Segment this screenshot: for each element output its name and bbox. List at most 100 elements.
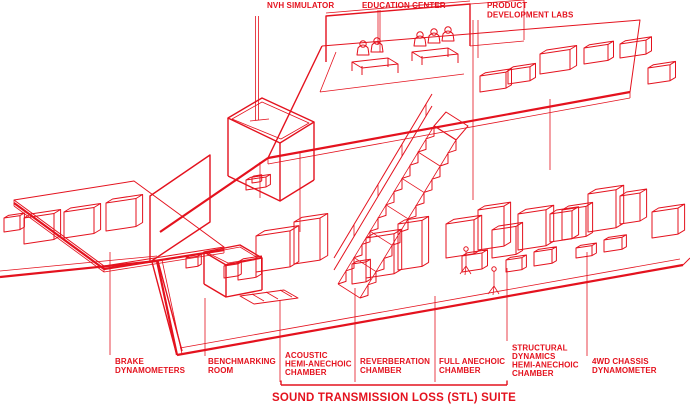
- stair-treads: [337, 125, 457, 299]
- leader-product-development-labs: [472, 20, 479, 200]
- floor-apron-inner-edge: [0, 255, 158, 272]
- mezzanine: [267, 19, 641, 232]
- mezzanine-left-edge: [267, 45, 323, 159]
- classroom-table-2: [411, 47, 459, 65]
- platform-slab: [13, 200, 225, 273]
- mezzanine-front-edge: [267, 90, 631, 160]
- room-rim-inner: [231, 101, 310, 140]
- mezzanine-columns: [299, 99, 551, 232]
- corridor-wall-edge: [151, 260, 183, 353]
- classroom-table-1: [351, 57, 399, 75]
- leader-lines: [109, 10, 588, 382]
- label-nvh-simulator: NVH SIMULATOR: [267, 1, 334, 10]
- person-body: [370, 41, 384, 53]
- floor-back-edge: [159, 157, 269, 233]
- education-center: [319, 0, 525, 93]
- label-stl-suite-title: SOUND TRANSMISSION LOSS (STL) SUITE: [272, 392, 516, 404]
- label-full-anechoic-chamber: CHAMBER: [439, 366, 481, 375]
- label-structural-dynamics: CHAMBER: [512, 369, 554, 378]
- dyno-box-1: [561, 201, 594, 241]
- mezzanine-slab: [267, 92, 631, 165]
- chamber-box-2: [397, 215, 430, 271]
- person-head: [444, 26, 452, 34]
- staircase: [333, 93, 469, 299]
- microphone-stand: [487, 266, 500, 296]
- platform-front-edges: [13, 202, 225, 271]
- classroom-dais-edge: [319, 51, 465, 93]
- person-body: [356, 44, 370, 56]
- person-head: [430, 28, 438, 36]
- product-development-labs: [479, 36, 676, 93]
- person-body: [441, 30, 455, 42]
- room-rim-outer: [227, 97, 315, 144]
- lab-desk-1: [479, 68, 512, 93]
- structural-dynamics-hemi-anechoic-chamber: [491, 204, 580, 273]
- stair-balusters: [353, 104, 427, 237]
- acoustic-hemi-anechoic-chamber: [237, 213, 329, 305]
- floor-left-edge: [155, 260, 179, 356]
- simulator-seat: [251, 174, 263, 184]
- dyno-box-6: [651, 203, 686, 239]
- label-structural-dynamics: DYNAMICS: [512, 352, 556, 361]
- chamber-box-3: [549, 206, 580, 243]
- person-body: [427, 32, 441, 44]
- reverberation-chamber: [351, 215, 430, 285]
- label-acoustic-chamber: ACOUSTIC: [285, 351, 328, 360]
- corridor-walls: [149, 154, 211, 353]
- nvh-simulator-room: [227, 97, 315, 202]
- label-acoustic-chamber: HEMI-ANECHOIC: [285, 360, 352, 369]
- label-product-development-labs: DEVELOPMENT LABS: [487, 11, 574, 20]
- stair-landing: [433, 111, 469, 141]
- simulator-buck: [245, 173, 271, 191]
- full-anechoic-chamber: [445, 201, 512, 296]
- person-head: [416, 31, 424, 39]
- chamber-box-3: [351, 258, 371, 285]
- lab-desk-5: [619, 36, 652, 59]
- stl-suite-bracket: SOUND TRANSMISSION LOSS (STL) SUITE: [272, 380, 516, 404]
- person-head: [373, 37, 381, 45]
- dyno-box-4: [575, 242, 597, 259]
- floor-right-tip: [682, 257, 690, 266]
- chamber-box-1: [491, 221, 524, 259]
- dyno-box-2: [587, 184, 625, 233]
- label-full-anechoic-chamber: FULL ANECHOIC: [439, 357, 505, 366]
- floor-front-inner-edge: [179, 258, 681, 349]
- brake-machine-small: [3, 212, 25, 233]
- label-acoustic-chamber: CHAMBER: [285, 368, 327, 377]
- label-benchmarking-room: ROOM: [208, 366, 234, 375]
- lift-hatch-lines: [251, 289, 293, 302]
- chamber-box-4: [505, 254, 527, 273]
- bracket-line: [280, 380, 508, 386]
- label-structural-dynamics: STRUCTURAL: [512, 344, 568, 353]
- mezzanine-back-edges: [321, 19, 641, 93]
- room-bottom-edges: [227, 175, 315, 202]
- lab-desk-6: [647, 60, 676, 85]
- label-awd-chassis-dynamometer: 4WD CHASSIS: [592, 357, 649, 366]
- benchmark-machine-small: [185, 253, 202, 269]
- person-head: [359, 40, 367, 48]
- label-structural-dynamics: HEMI-ANECHOIC: [512, 361, 579, 370]
- awd-chassis-dynamometer: [561, 184, 686, 259]
- chamber-box-2: [477, 201, 512, 251]
- labels: NVH SIMULATOR EDUCATION CENTER PRODUCT D…: [115, 1, 657, 378]
- leader-nvh-simulator: [249, 16, 270, 122]
- brake-machine-2: [63, 203, 102, 239]
- vehicle-lift-platform: [239, 289, 299, 305]
- label-reverberation-chamber: REVERBERATION: [360, 357, 430, 366]
- brake-machine-1: [23, 209, 62, 245]
- microphone-stand: [459, 246, 472, 276]
- chamber-box-2: [517, 204, 555, 251]
- label-awd-chassis-dynamometer: DYNAMOMETER: [592, 366, 657, 375]
- stair-railing: [333, 93, 433, 271]
- classroom-people: [356, 26, 455, 56]
- label-reverberation-chamber: CHAMBER: [360, 366, 402, 375]
- lab-desk-2: [507, 62, 536, 85]
- main-floor: [0, 157, 690, 357]
- label-benchmarking-room: BENCHMARKING: [208, 357, 276, 366]
- dyno-box-5: [603, 234, 627, 253]
- brake-machine-3: [105, 194, 144, 232]
- wall-panel: [149, 154, 211, 263]
- label-brake-dynamometers: BRAKE: [115, 357, 145, 366]
- room-wall-edges: [227, 118, 315, 201]
